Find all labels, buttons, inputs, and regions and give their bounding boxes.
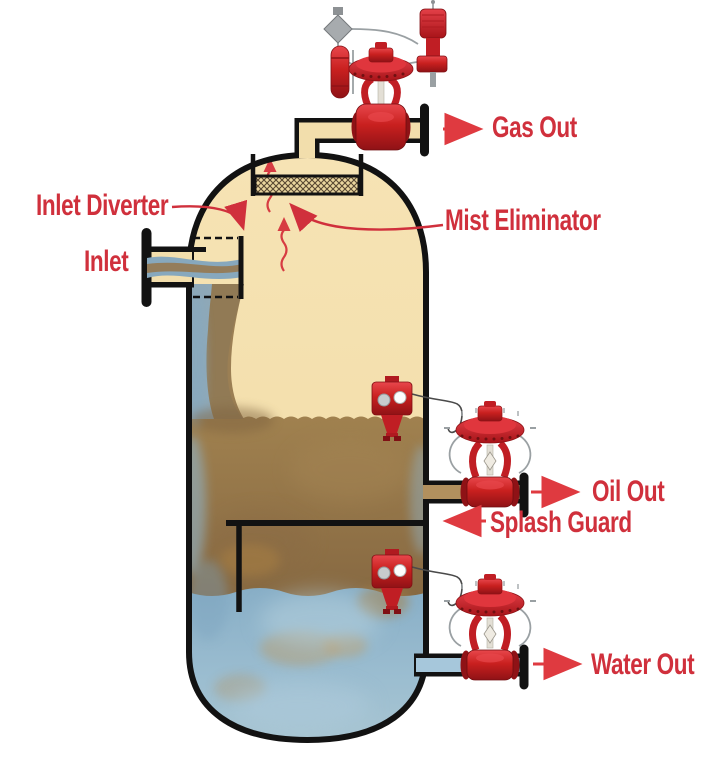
mist-eliminator-pad (250, 154, 364, 196)
label-mist-eliminator: Mist Eliminator (445, 204, 601, 237)
inlet-cascade-stream (189, 284, 274, 433)
vessel-body (186, 151, 429, 744)
gas-flow-arrow (280, 229, 288, 272)
mist-eliminator-leader (289, 202, 444, 233)
label-inlet: Inlet (84, 245, 129, 278)
gas-valve-body (351, 103, 411, 151)
pressure-pilot (416, 0, 448, 87)
label-water-out: Water Out (591, 648, 695, 681)
label-oil-out: Oil Out (592, 475, 665, 508)
inlet-stream-oil (147, 262, 242, 274)
filter-regulator (323, 7, 353, 99)
gas-flow-arrowheads (263, 158, 291, 231)
gas-control-valve-assembly (323, 0, 448, 151)
label-inlet-diverter: Inlet Diverter (36, 189, 169, 222)
annotation-arrows (171, 112, 583, 681)
inlet-pipe (141, 228, 242, 307)
gas-valve-actuator (348, 42, 414, 108)
vessel-outline (186, 151, 429, 744)
splash-guard-baffle (226, 520, 424, 612)
label-gas-out: Gas Out (492, 111, 577, 144)
inlet-diverter-leader (171, 199, 248, 231)
inlet-diverter-plate (193, 236, 244, 299)
label-splash-guard: Splash Guard (490, 506, 632, 539)
